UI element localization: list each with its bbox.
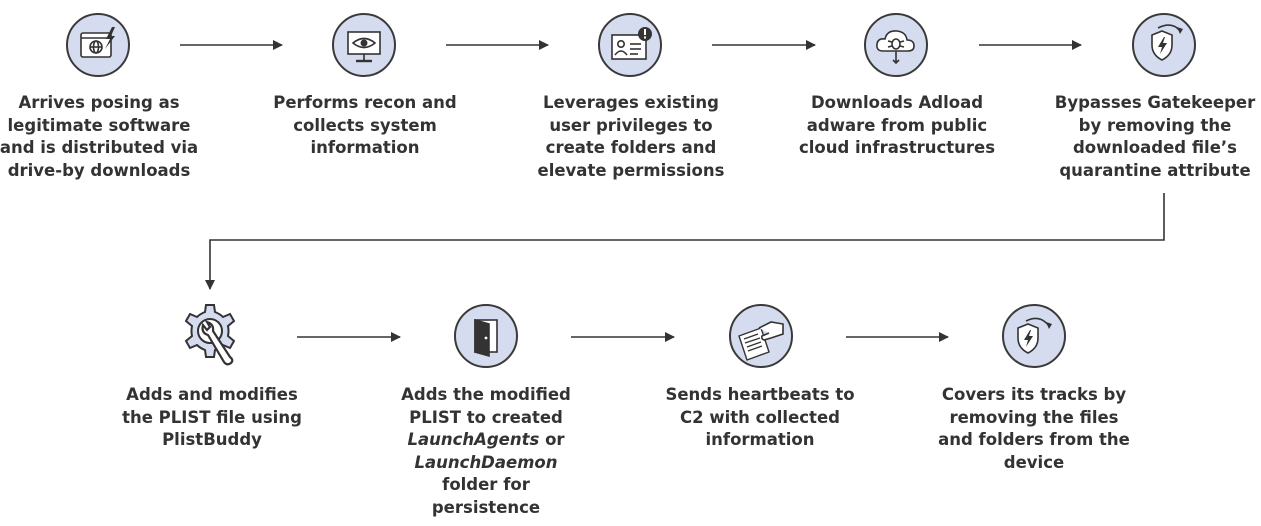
browser-download-icon xyxy=(80,27,115,58)
step-7-label: Adds the modified PLIST to created Launc… xyxy=(386,384,586,520)
step-6-icon xyxy=(170,302,250,370)
step-1-label: Arrives posing as legitimate software an… xyxy=(0,93,199,180)
cloud-bug-download-icon xyxy=(876,30,915,65)
step-9-label: Covers its tracks by removing the files … xyxy=(938,385,1130,472)
step-5-label: Bypasses Gatekeeper by removing the down… xyxy=(1054,93,1256,180)
step-2-label: Performs recon and collects system infor… xyxy=(273,93,457,158)
step-1-icon-circle xyxy=(66,13,130,77)
gear-wrench-icon xyxy=(184,304,236,366)
door-icon xyxy=(474,318,498,358)
step-8-icon-circle xyxy=(729,304,793,368)
shield-bypass-icon xyxy=(1151,24,1183,61)
launchagents-text: LaunchAgents xyxy=(407,430,540,450)
step-9-icon-circle xyxy=(1002,304,1066,368)
launchdaemon-text: LaunchDaemon xyxy=(414,452,558,472)
hand-document-icon xyxy=(738,321,784,361)
arrow-row-wrap xyxy=(205,193,1165,290)
step-4-icon-circle xyxy=(864,13,928,77)
monitor-eye-icon xyxy=(347,31,381,63)
step-8-label: Sends heartbeats to C2 with collected in… xyxy=(665,385,855,450)
step-3-icon-circle xyxy=(598,13,662,77)
step-4-label: Downloads Adload adware from public clou… xyxy=(798,93,996,158)
id-card-alert-icon xyxy=(611,27,652,60)
shield-refresh-icon xyxy=(1017,317,1052,354)
step-7-icon-circle xyxy=(454,304,518,368)
step-2-icon-circle xyxy=(332,13,396,77)
step-3-label: Leverages existing user privileges to cr… xyxy=(537,93,725,180)
step-6-label: Adds and modifies the PLIST file using P… xyxy=(122,385,302,450)
step-5-icon-circle xyxy=(1132,13,1196,77)
